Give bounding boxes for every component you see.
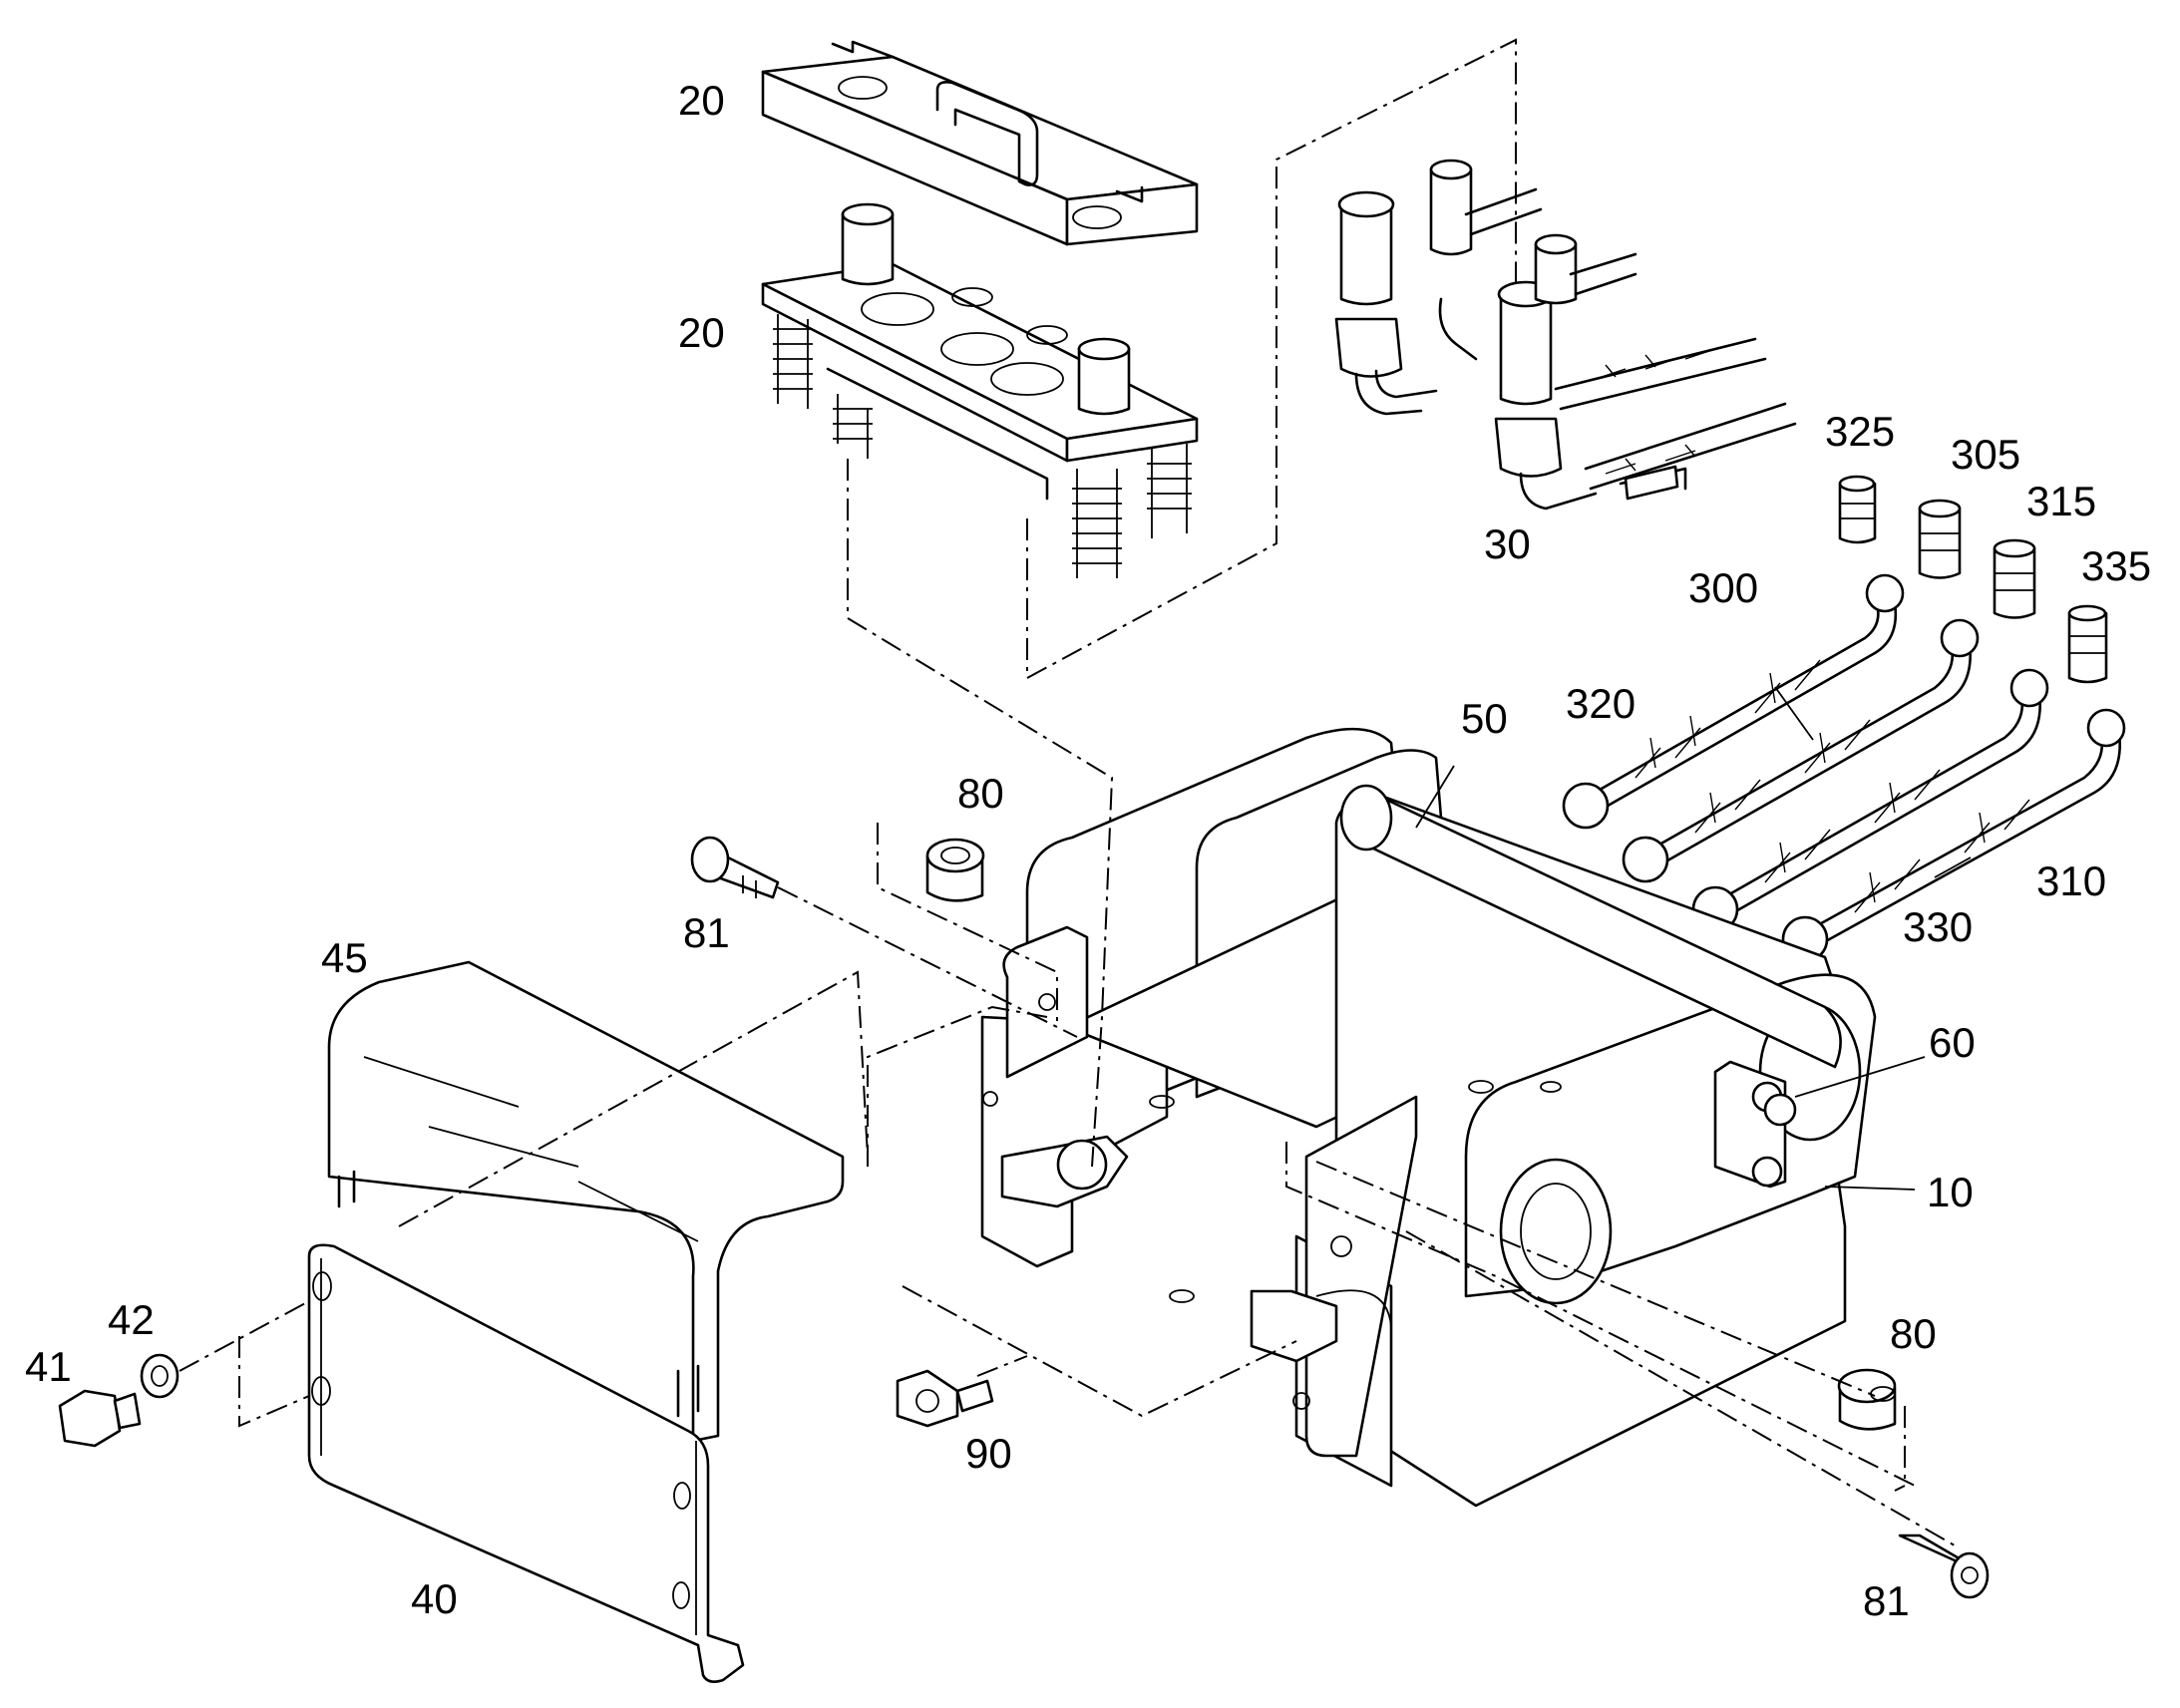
callout-labels: 20 20 30 325 305 315 335 300 320 50 310 … (25, 77, 2151, 1624)
hose-310 (1691, 668, 2049, 933)
label-20-top: 20 (678, 77, 725, 124)
label-300: 300 (1688, 564, 1758, 611)
part-50-shaft (1339, 784, 1842, 1069)
part-60-bolt-plate (1763, 1093, 1797, 1127)
part-40-guard-plate (307, 1243, 745, 1683)
part-81-screw-top (690, 836, 780, 899)
label-41: 41 (25, 1343, 72, 1390)
part-80-bushing-bottom (1837, 1368, 1897, 1431)
label-81-bottom: 81 (1863, 1577, 1910, 1624)
part-42-washer (140, 1353, 180, 1399)
part-80-bushing-top (925, 838, 985, 902)
label-50: 50 (1461, 695, 1508, 742)
label-42: 42 (108, 1296, 155, 1343)
fitting-305 (1918, 499, 1962, 579)
leader-lines (1415, 686, 1972, 1191)
hose-330 (1781, 708, 2126, 963)
part-20-top-block (761, 40, 1199, 246)
label-60: 60 (1929, 1019, 1976, 1066)
label-45: 45 (321, 934, 368, 981)
label-40: 40 (411, 1575, 458, 1622)
part-20-valve-plate (761, 202, 1199, 578)
label-325: 325 (1825, 408, 1895, 455)
label-81-top: 81 (683, 909, 730, 956)
part-41-bolt (58, 1389, 142, 1448)
label-305: 305 (1951, 431, 2020, 478)
label-80-top: 80 (957, 770, 1004, 817)
fitting-315 (1993, 538, 2036, 619)
part-90-plug (896, 1369, 994, 1428)
part-30-fittings-assembly (1334, 159, 1797, 511)
label-20-plate: 20 (678, 309, 725, 356)
label-320: 320 (1566, 680, 1635, 727)
hose-320 (1562, 573, 1905, 830)
label-330: 330 (1903, 903, 1973, 950)
label-335: 335 (2081, 542, 2151, 589)
assembly-lines (179, 38, 1956, 1546)
label-315: 315 (2026, 478, 2096, 524)
label-310: 310 (2036, 857, 2106, 904)
fitting-325 (1838, 475, 1877, 544)
fitting-335 (2067, 604, 2108, 684)
label-30: 30 (1484, 520, 1531, 567)
hose-300 (1622, 618, 1980, 883)
part-81-screw-bottom (1898, 1534, 1990, 1599)
label-80-bottom: 80 (1890, 1310, 1937, 1357)
label-10: 10 (1927, 1169, 1974, 1215)
label-90: 90 (965, 1430, 1012, 1477)
part-45-cover (327, 960, 845, 1443)
